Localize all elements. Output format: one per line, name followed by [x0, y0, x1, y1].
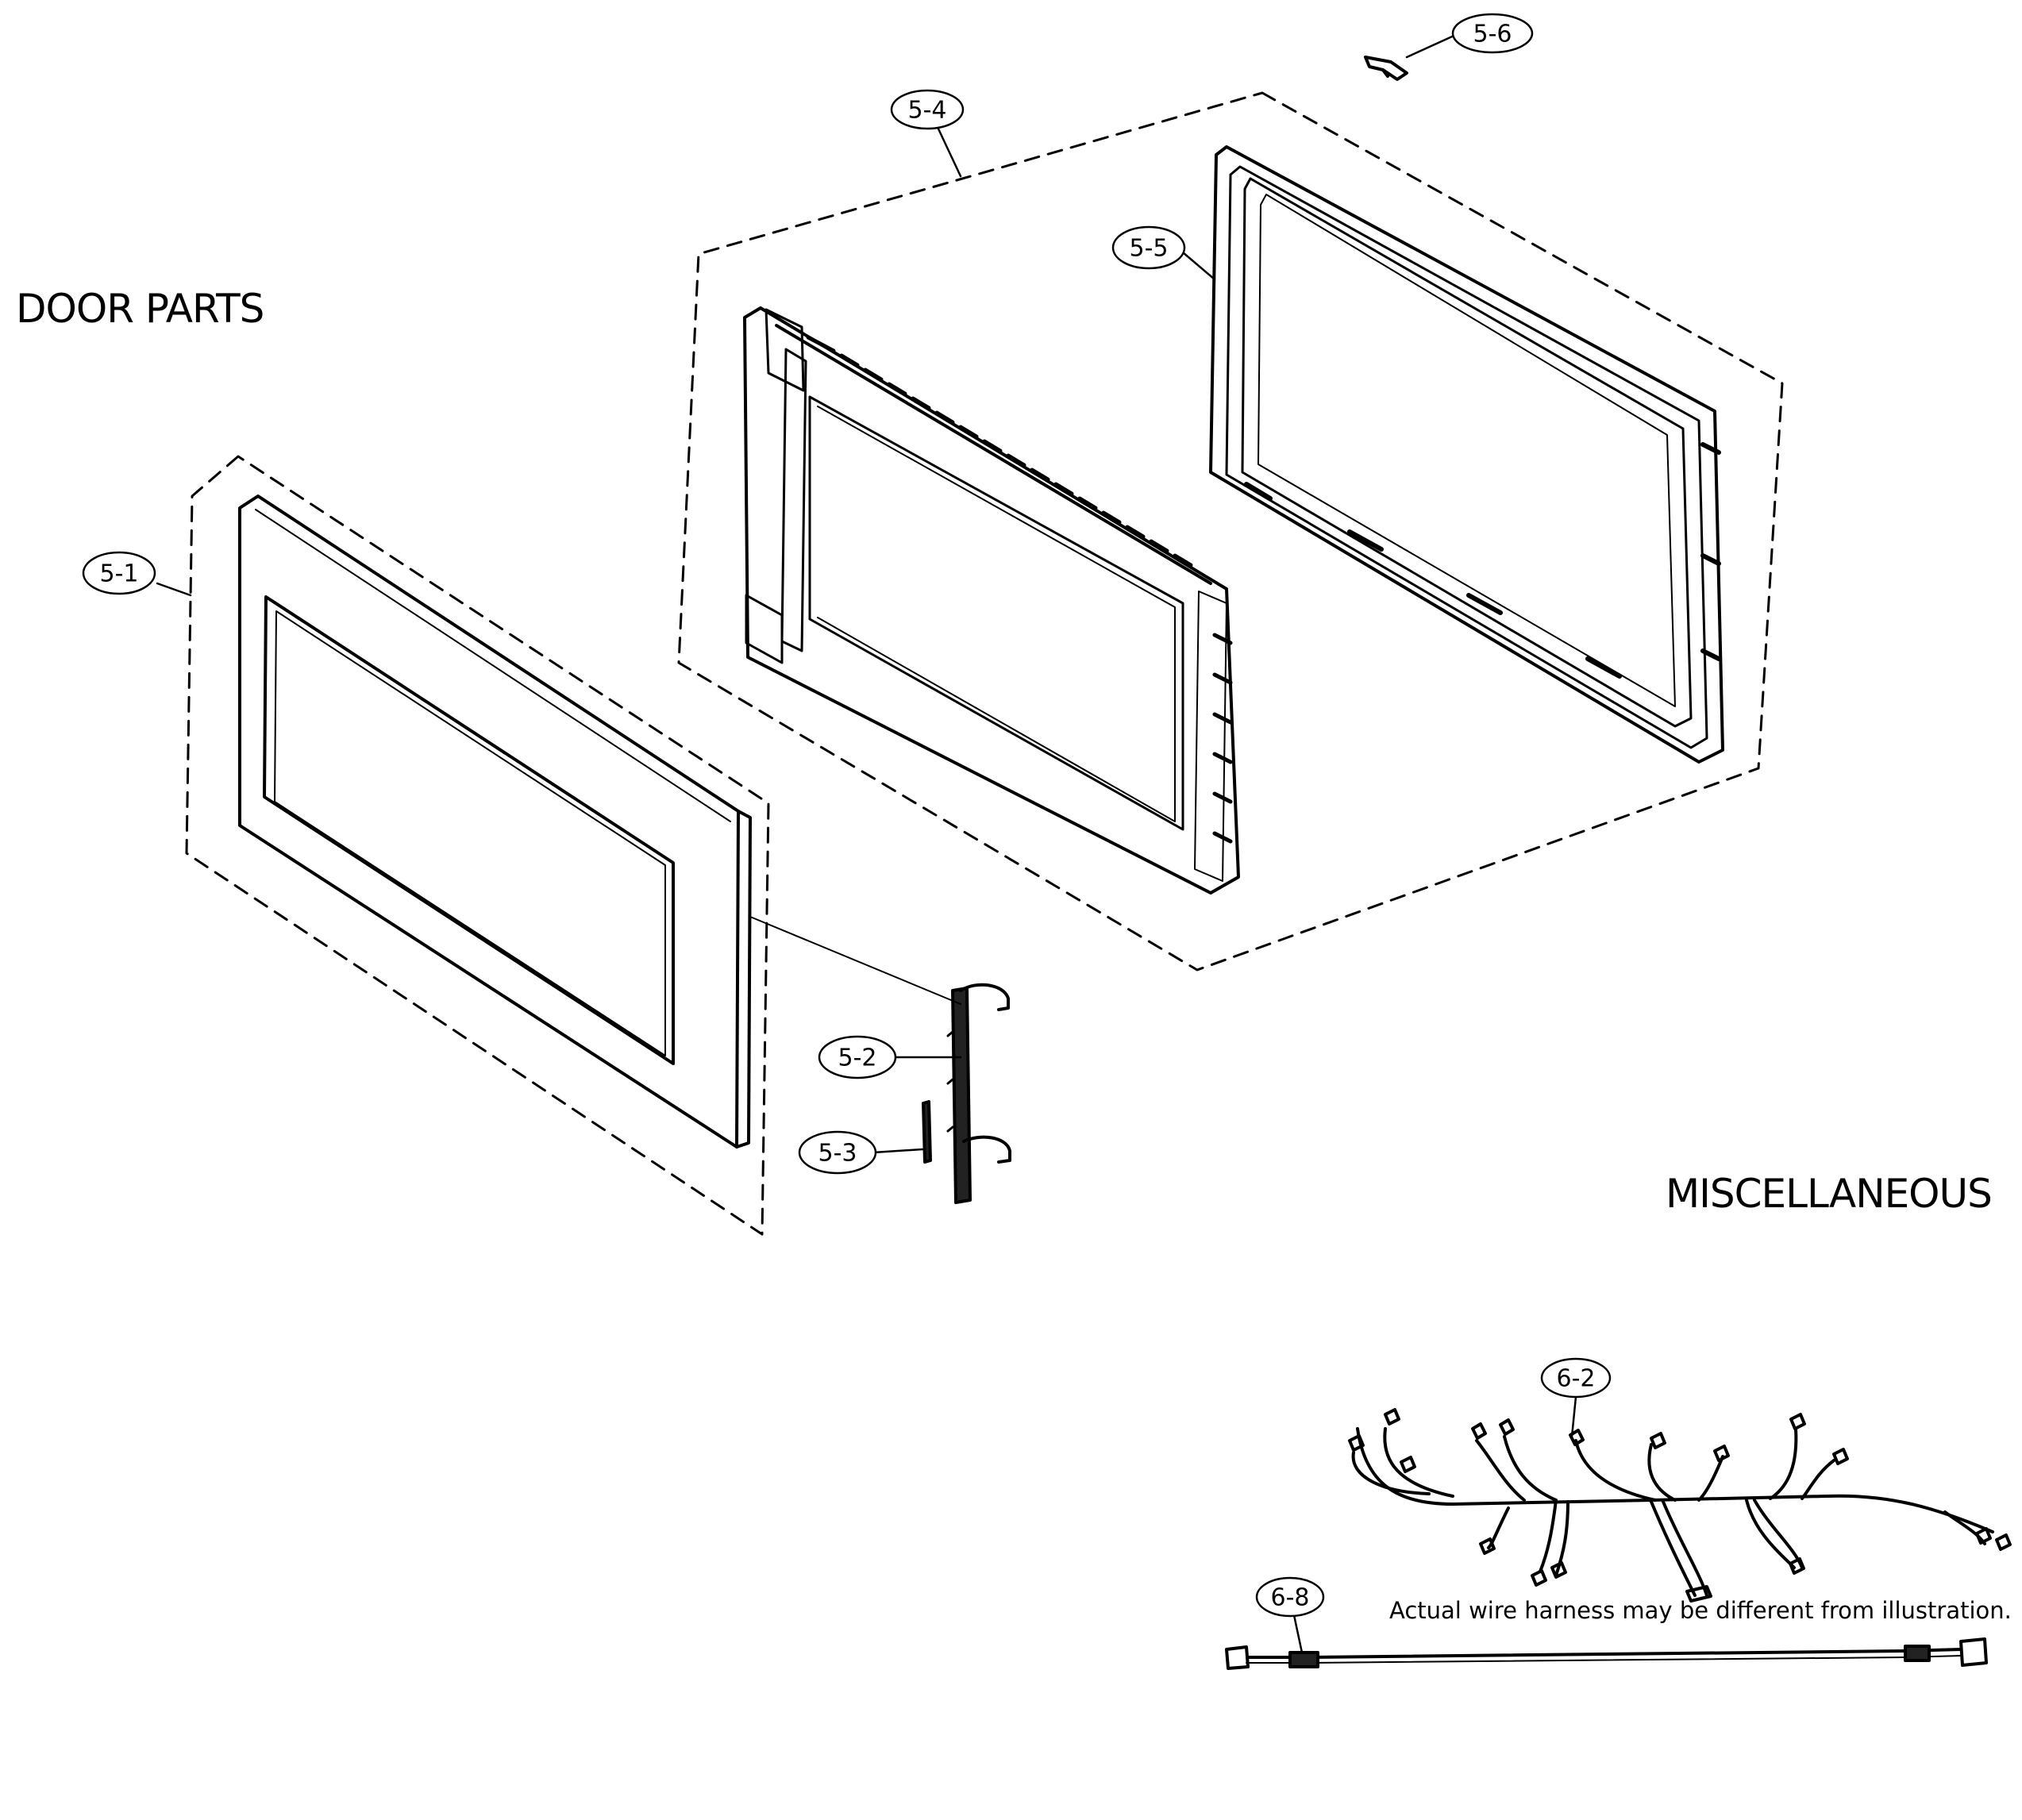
- callout-label-5-6: 5-6: [1473, 21, 1512, 48]
- leader-5-5: [1181, 251, 1216, 281]
- door-latch-hook: [946, 983, 1011, 1204]
- callout-label-5-1: 5-1: [100, 560, 139, 588]
- callout-oval-5-5: [1111, 225, 1186, 270]
- callout-oval-5-1: [82, 551, 156, 595]
- outer-door-panel: [238, 494, 752, 1149]
- leader-6-8: [1292, 1614, 1304, 1654]
- wire-harness-note: Actual wire harness may be different fro…: [1389, 1597, 2012, 1624]
- leader-5-6: [1405, 32, 1461, 59]
- door-frame-assembly: [743, 306, 1240, 895]
- leader-door-to-latch: [749, 916, 961, 1005]
- callout-label-5-3: 5-3: [818, 1140, 857, 1168]
- callout-oval-6-8: [1255, 1576, 1325, 1618]
- door-clip-part: [1364, 56, 1408, 81]
- group-boundary-5-4: [677, 91, 1784, 972]
- single-wire-lead: [1225, 1637, 1988, 1670]
- inner-choke-frame: [1209, 145, 1724, 764]
- miscellaneous-title: MISCELLANEOUS: [1666, 1171, 1993, 1217]
- callout-oval-6-2: [1540, 1357, 1612, 1399]
- leader-6-2: [1570, 1395, 1577, 1438]
- main-wire-harness: [1348, 1408, 2012, 1603]
- group-boundary-5-1: [185, 455, 770, 1236]
- callout-leaders: [156, 32, 1577, 1654]
- leader-5-1: [156, 582, 192, 597]
- leader-5-3: [872, 1148, 924, 1154]
- callout-label-6-8: 6-8: [1271, 1584, 1310, 1612]
- leader-5-4: [935, 124, 962, 178]
- door-parts-title: DOOR PARTS: [16, 286, 264, 332]
- callout-oval-5-3: [798, 1130, 877, 1175]
- callout-oval-5-2: [818, 1035, 897, 1079]
- callout-label-5-2: 5-2: [838, 1045, 877, 1072]
- callout-label-5-4: 5-4: [908, 97, 947, 125]
- callout-oval-5-6: [1451, 13, 1534, 54]
- callout-label-6-2: 6-2: [1557, 1365, 1596, 1393]
- latch-spring: [922, 1100, 932, 1164]
- callout-label-5-5: 5-5: [1130, 235, 1169, 263]
- callout-oval-5-4: [890, 89, 965, 130]
